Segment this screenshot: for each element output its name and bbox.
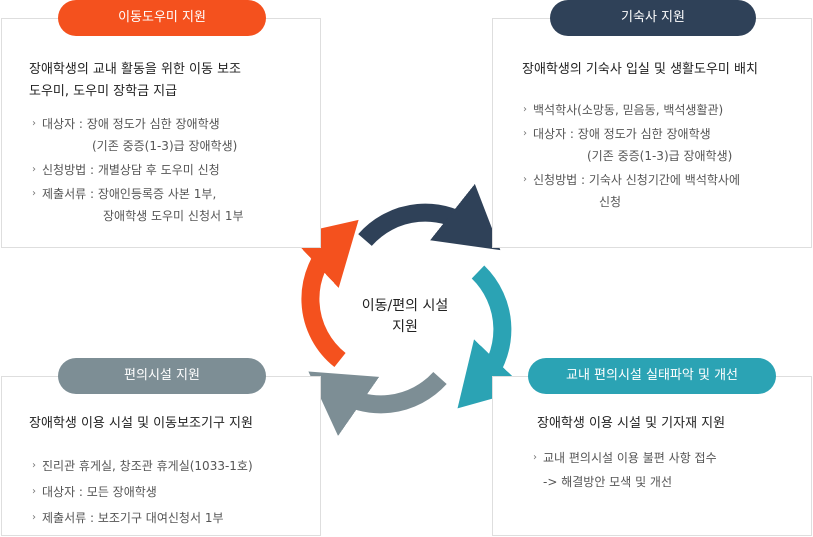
center-label-line1: 이동/편의 시설 <box>361 298 449 314</box>
list-item: ›신청방법 : 기숙사 신청기간에 백석학사에 <box>523 169 740 191</box>
list-item: ›대상자 : 장애 정도가 심한 장애학생 <box>32 113 220 135</box>
chevron-right-icon: › <box>523 104 527 115</box>
chevron-right-icon: › <box>523 174 527 185</box>
list-item-continuation: 장애학생 도우미 신청서 1부 <box>103 209 244 223</box>
mobility-helper-pill: 이동도우미 지원 <box>58 0 266 36</box>
chevron-right-icon: › <box>523 128 527 139</box>
chevron-right-icon: › <box>32 188 36 199</box>
chevron-right-icon: › <box>32 486 36 497</box>
list-item-continuation: (기존 중증(1-3)급 장애학생) <box>587 149 733 163</box>
list-item: ›대상자 : 장애 정도가 심한 장애학생 <box>523 123 711 145</box>
center-label: 이동/편의 시설 지원 <box>330 296 480 338</box>
list-item: ›대상자 : 모든 장애학생 <box>32 481 157 503</box>
center-label-line2: 지원 <box>392 319 418 335</box>
list-item: ›백석학사(소망동, 믿음동, 백석생활관) <box>523 99 723 121</box>
list-item: ›교내 편의시설 이용 불편 사항 접수 <box>533 447 717 469</box>
panel-title-line1: 장애학생의 기숙사 입실 및 생활도우미 배치 <box>522 62 758 77</box>
list-item: ›신청방법 : 개별상담 후 도우미 신청 <box>32 159 220 181</box>
chevron-right-icon: › <box>32 164 36 175</box>
dormitory-pill: 기숙사 지원 <box>550 0 756 36</box>
list-item-continuation: (기존 중증(1-3)급 장애학생) <box>92 139 238 153</box>
list-item: ›제출서류 : 장애인등록증 사본 1부, <box>32 183 216 205</box>
facility-survey-pill: 교내 편의시설 실태파악 및 개선 <box>528 358 776 394</box>
panel-title-line1: 장애학생 이용 시설 및 이동보조기구 지원 <box>29 416 253 431</box>
gray-arrow <box>308 371 447 436</box>
facility-survey-panel: 장애학생 이용 시설 및 기자재 지원 ›교내 편의시설 이용 불편 사항 접수… <box>492 376 812 536</box>
panel-title-line1: 장애학생의 교내 활동을 위한 이동 보조 <box>29 62 242 77</box>
mobility-helper-panel: 장애학생의 교내 활동을 위한 이동 보조 도우미, 도우미 장학금 지급 ›대… <box>1 18 321 248</box>
chevron-right-icon: › <box>32 512 36 523</box>
navy-arrow <box>358 183 501 251</box>
list-item: ›진리관 휴게실, 창조관 휴게실(1033-1호) <box>32 455 253 477</box>
chevron-right-icon: › <box>32 460 36 471</box>
list-item-continuation: 신청 <box>599 195 622 209</box>
convenience-facility-pill: 편의시설 지원 <box>58 358 266 394</box>
teal-arrow <box>457 265 526 409</box>
panel-title-line1: 장애학생 이용 시설 및 기자재 지원 <box>537 416 726 431</box>
chevron-right-icon: › <box>32 118 36 129</box>
convenience-facility-panel: 장애학생 이용 시설 및 이동보조기구 지원 ›진리관 휴게실, 창조관 휴게실… <box>1 376 321 536</box>
list-item: ›제출서류 : 보조기구 대여신청서 1부 <box>32 507 224 529</box>
dormitory-panel: 장애학생의 기숙사 입실 및 생활도우미 배치 ›백석학사(소망동, 믿음동, … <box>492 18 812 248</box>
panel-title-line2: 도우미, 도우미 장학금 지급 <box>29 84 178 99</box>
list-item-continuation: -> 해결방안 모색 및 개선 <box>543 475 673 489</box>
orange-arrow <box>289 219 359 368</box>
chevron-right-icon: › <box>533 452 537 463</box>
